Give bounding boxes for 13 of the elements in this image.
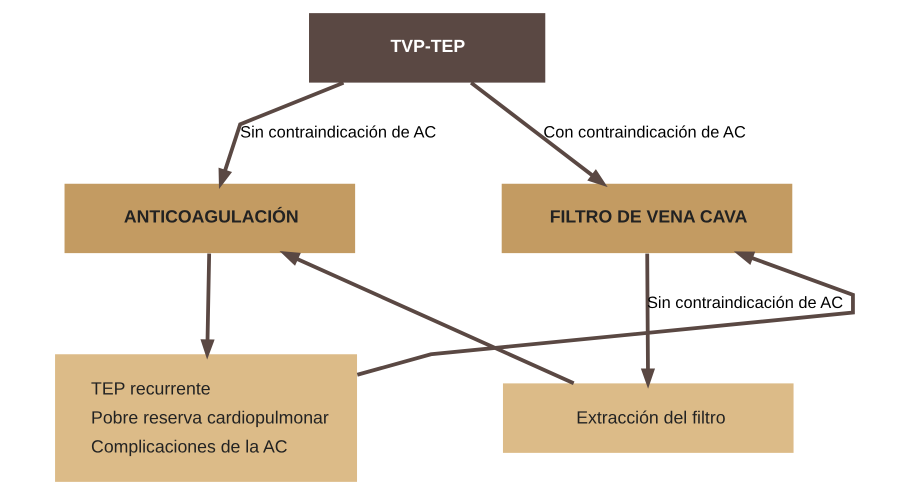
node-box: FILTRO DE VENA CAVA: [502, 184, 792, 254]
arrow: [200, 254, 215, 360]
node-box: TVP-TEP: [309, 13, 546, 83]
arrow: [640, 254, 656, 389]
arrow: [356, 251, 855, 377]
node-box: ANTICOAGULACIÓN: [64, 184, 356, 254]
arrow: [470, 81, 608, 188]
node-box: TEP recurrente Pobre reserva cardiopulmonar Complicaciones de la AC: [55, 354, 358, 482]
arrow: [279, 251, 574, 386]
node-box: Extracción del filtro: [502, 383, 794, 453]
edge-label: Sin contraindicación de AC: [240, 123, 436, 142]
edge-label: Con contraindicación de AC: [543, 123, 746, 142]
arrow: [218, 81, 344, 190]
